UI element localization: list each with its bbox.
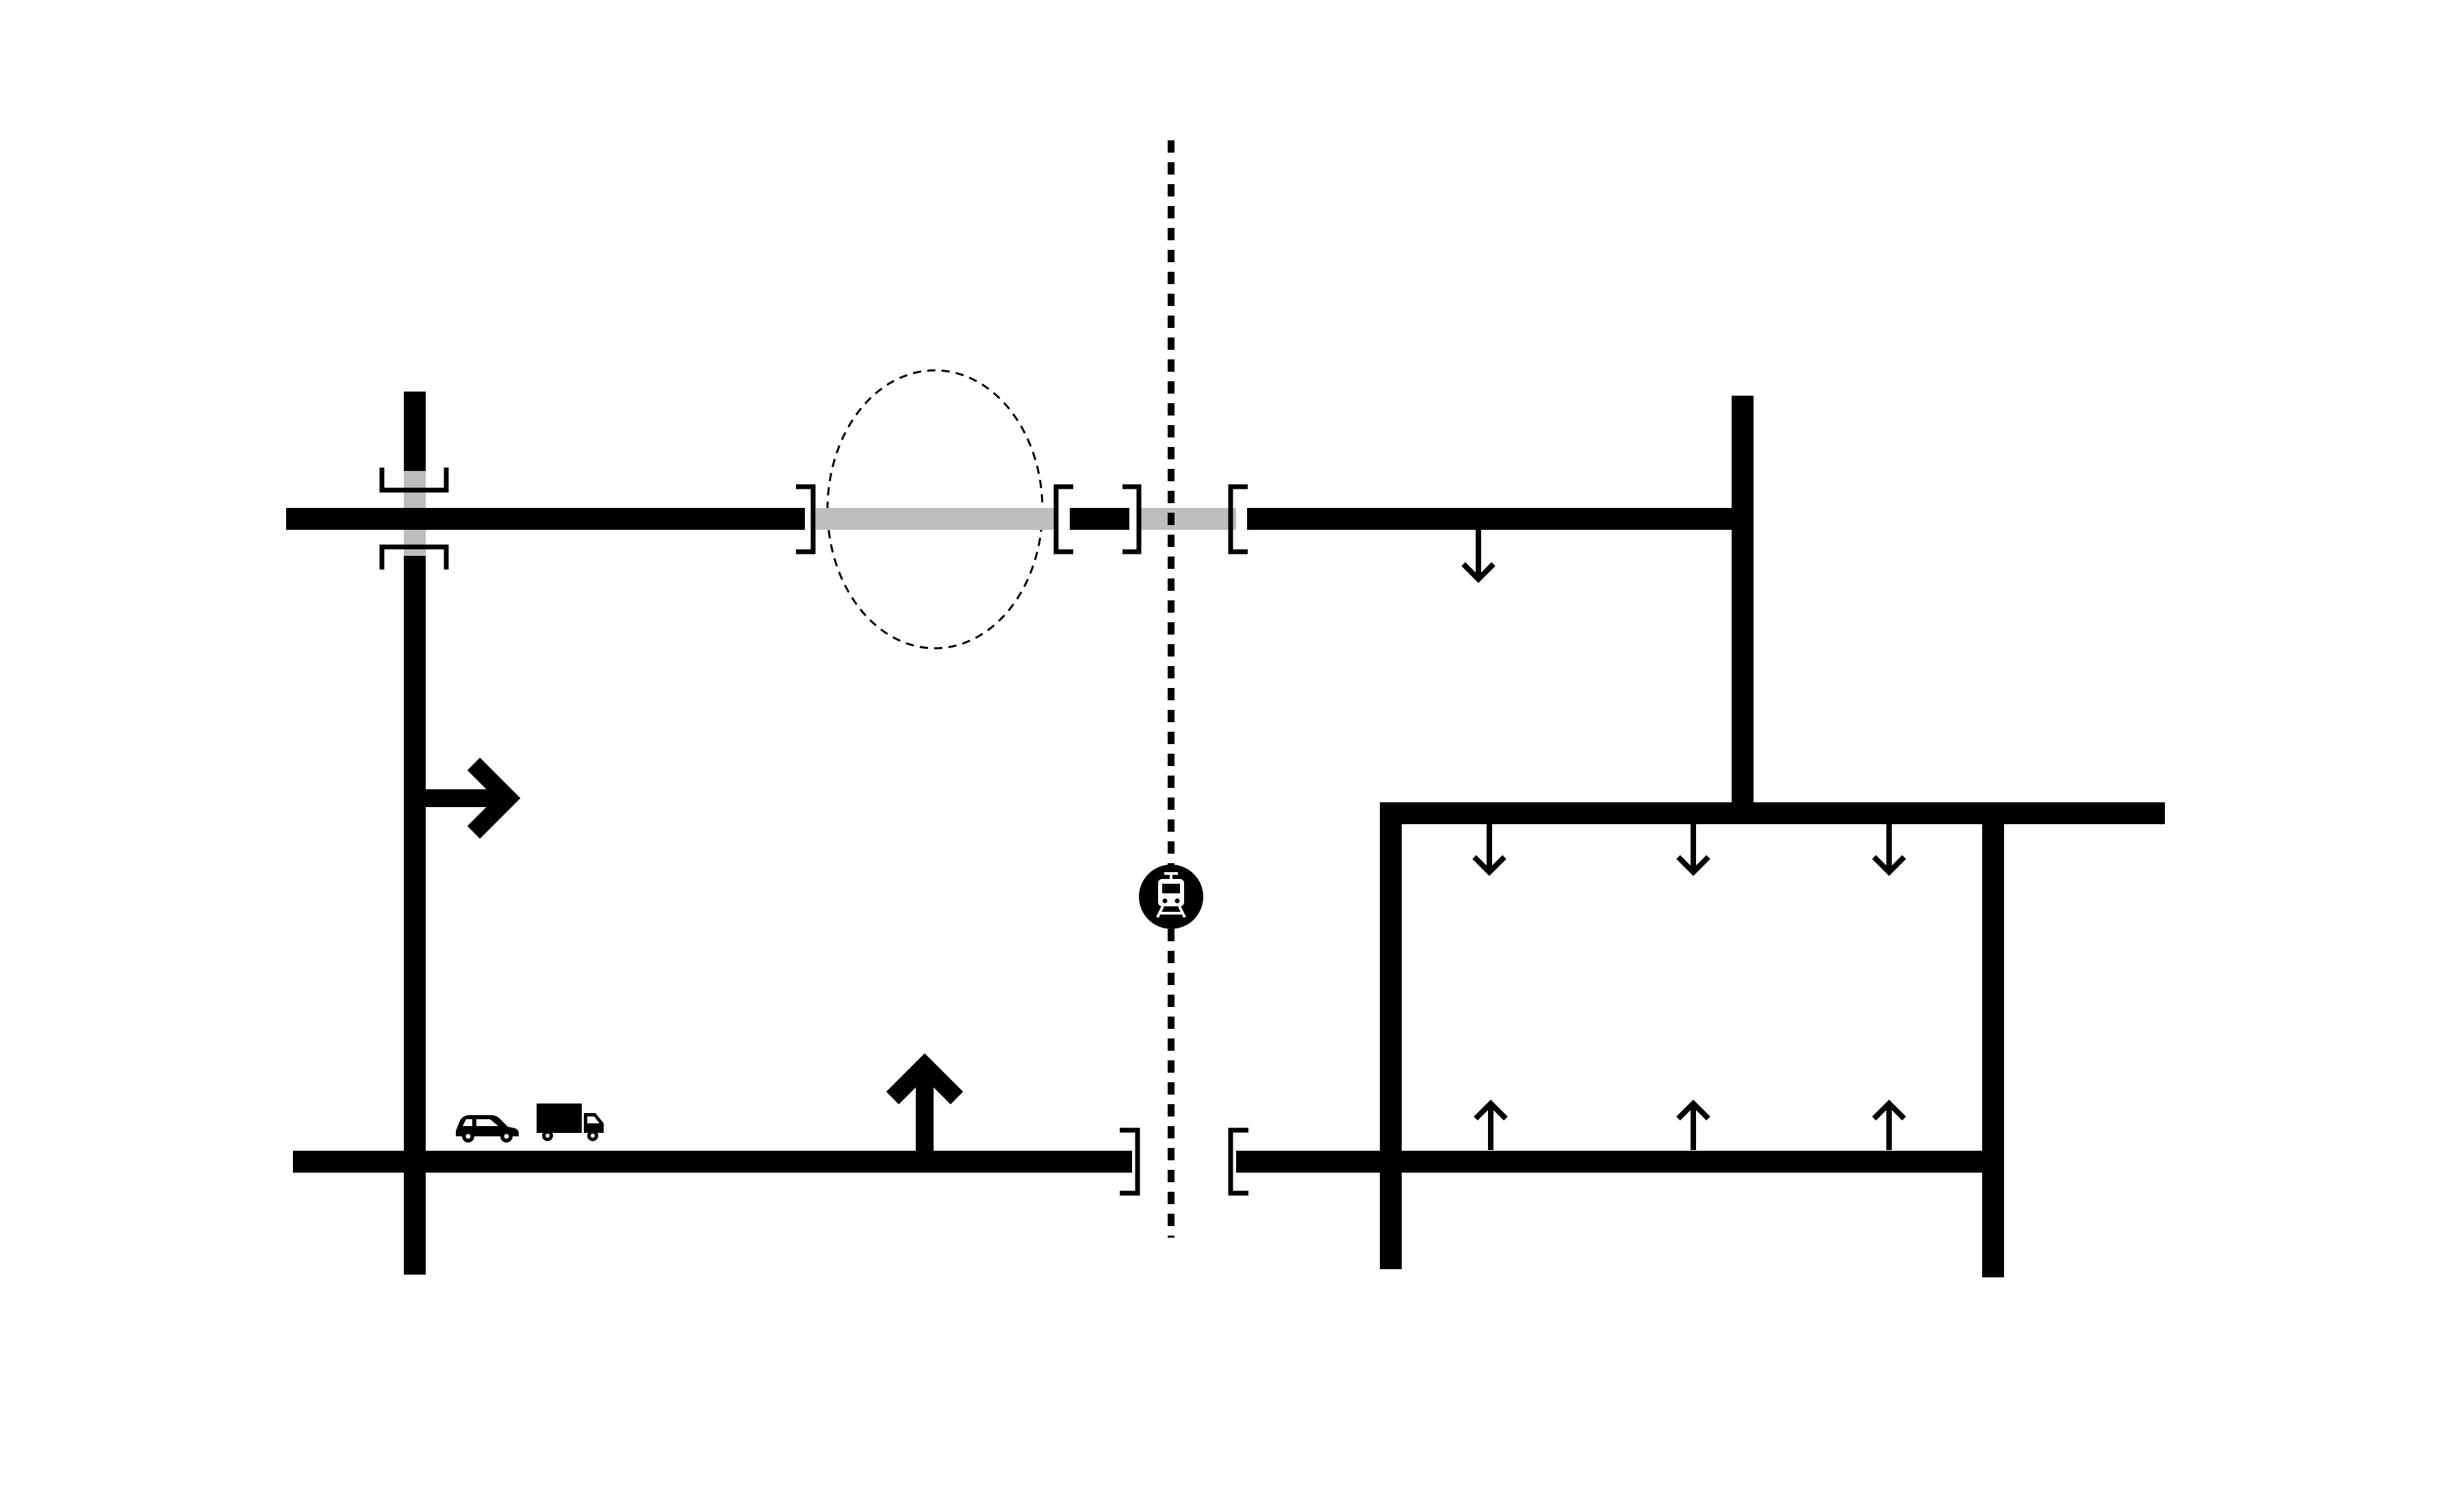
arrow-east-icon — [426, 757, 521, 839]
arrow-up-icon — [1676, 1099, 1710, 1150]
truck-icon — [537, 1103, 604, 1141]
tram-icon — [1139, 865, 1203, 929]
arrow-north-icon — [886, 1053, 964, 1152]
closure-brackets — [379, 468, 1248, 1196]
arrow-down-icon — [1461, 530, 1496, 583]
arrow-down-icon — [1676, 824, 1710, 876]
arrow-down-icon — [1872, 824, 1906, 876]
arrow-up-icon — [1872, 1099, 1906, 1150]
car-icon — [456, 1115, 519, 1143]
arrow-down-icon — [1472, 824, 1506, 876]
east-block — [1380, 802, 2165, 1277]
arrow-up-icon — [1474, 1099, 1508, 1150]
